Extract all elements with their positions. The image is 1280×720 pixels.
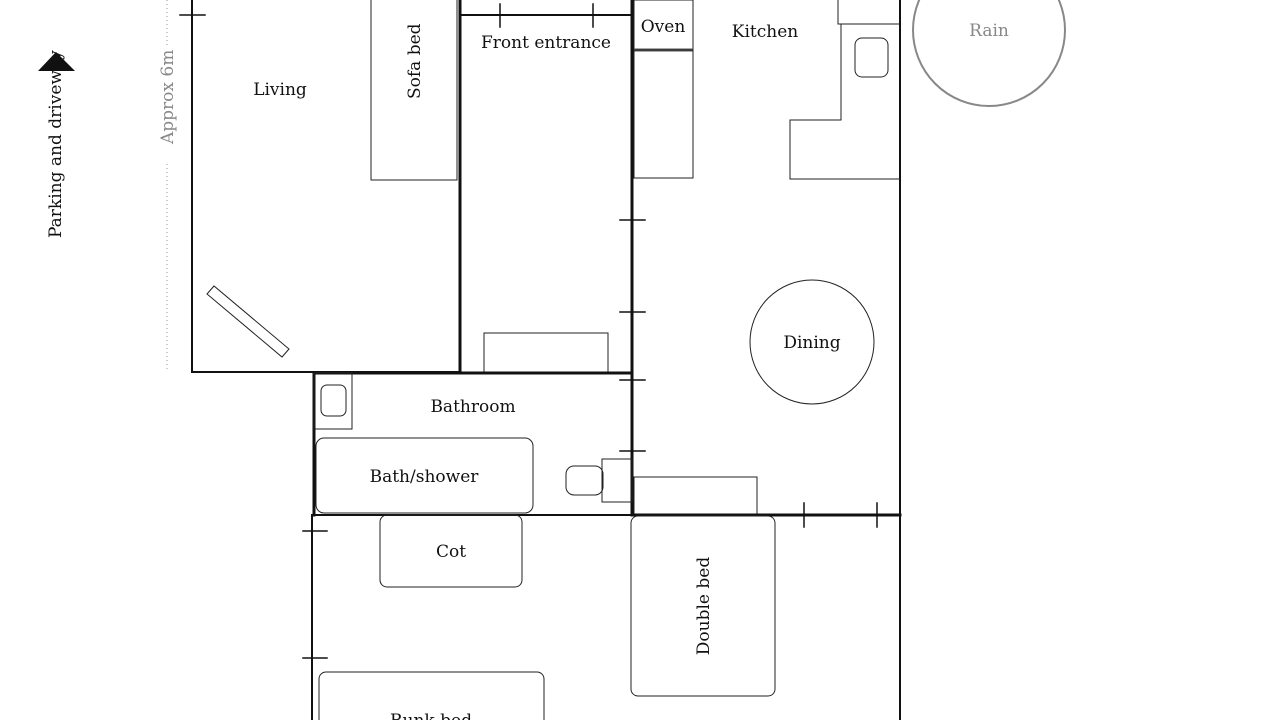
sink-icon: [854, 37, 889, 78]
sofa-bed-label: Sofa bed: [405, 23, 425, 99]
toilet-icon: [565, 465, 604, 496]
double-bed-label: Double bed: [694, 557, 714, 656]
basin-icon: [320, 384, 347, 417]
vanity: [313, 372, 353, 430]
dining-table: [749, 279, 875, 405]
fridge: [837, 0, 900, 25]
double-bed: [630, 515, 776, 697]
toilet-cistern: [601, 458, 633, 503]
kitchen-counter: [789, 23, 900, 180]
bath-shower: [315, 437, 534, 514]
dining-label: Dining: [783, 333, 840, 353]
lower-bench: [633, 476, 758, 516]
sofa-bed: [370, 0, 458, 181]
cot: [379, 514, 523, 588]
kitchen-bench: [633, 49, 694, 179]
bunk-bed: [318, 671, 545, 720]
rain-label: Rain: [969, 21, 1009, 41]
dimension-label: Approx 6m: [158, 50, 178, 145]
oven-label: Oven: [641, 17, 686, 37]
rain-tank: [912, 0, 1066, 107]
parking-label: Parking and driveway: [46, 50, 66, 238]
kitchen-label: Kitchen: [732, 22, 798, 42]
angled-furniture: [206, 285, 290, 358]
entrance-bench: [483, 332, 609, 373]
bunk-bed-label: Bunk bed: [390, 711, 472, 720]
north-arrow-icon: [38, 52, 75, 71]
bathroom-label: Bathroom: [430, 397, 515, 417]
front-entrance-label: Front entrance: [481, 33, 611, 53]
bath-shower-label: Bath/shower: [370, 467, 480, 487]
living-label: Living: [253, 80, 307, 100]
cot-label: Cot: [436, 542, 466, 562]
